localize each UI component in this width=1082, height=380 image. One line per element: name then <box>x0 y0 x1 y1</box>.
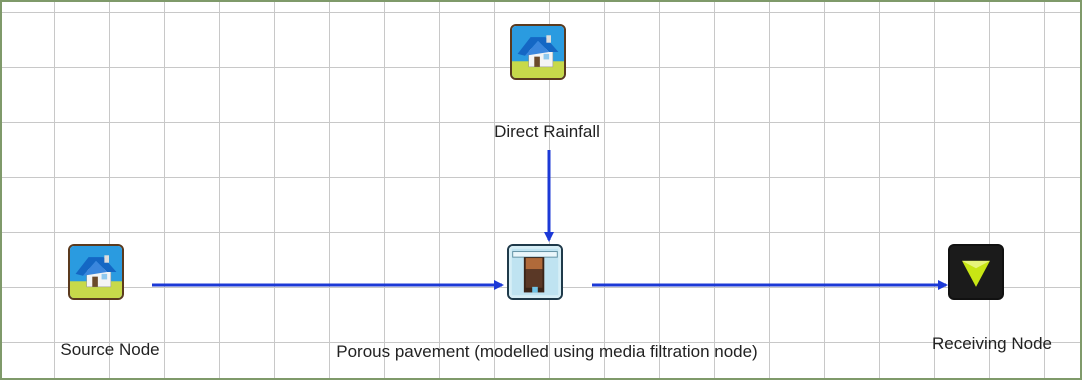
direct-rainfall-label: Direct Rainfall <box>494 122 600 141</box>
receiving-node[interactable] <box>948 244 1004 300</box>
house-icon <box>70 246 122 298</box>
receiving-triangle-icon <box>950 246 1002 298</box>
direct-rainfall-node[interactable] <box>510 24 566 80</box>
porous-pavement-node[interactable] <box>507 244 563 300</box>
receiving-node-label: Receiving Node <box>931 334 1053 353</box>
media-filtration-icon <box>509 246 561 298</box>
source-node[interactable] <box>68 244 124 300</box>
house-icon <box>512 26 564 78</box>
porous-pavement-label: Porous pavement (modelled using media fi… <box>336 342 758 361</box>
source-node-label: Source Node <box>60 340 160 359</box>
